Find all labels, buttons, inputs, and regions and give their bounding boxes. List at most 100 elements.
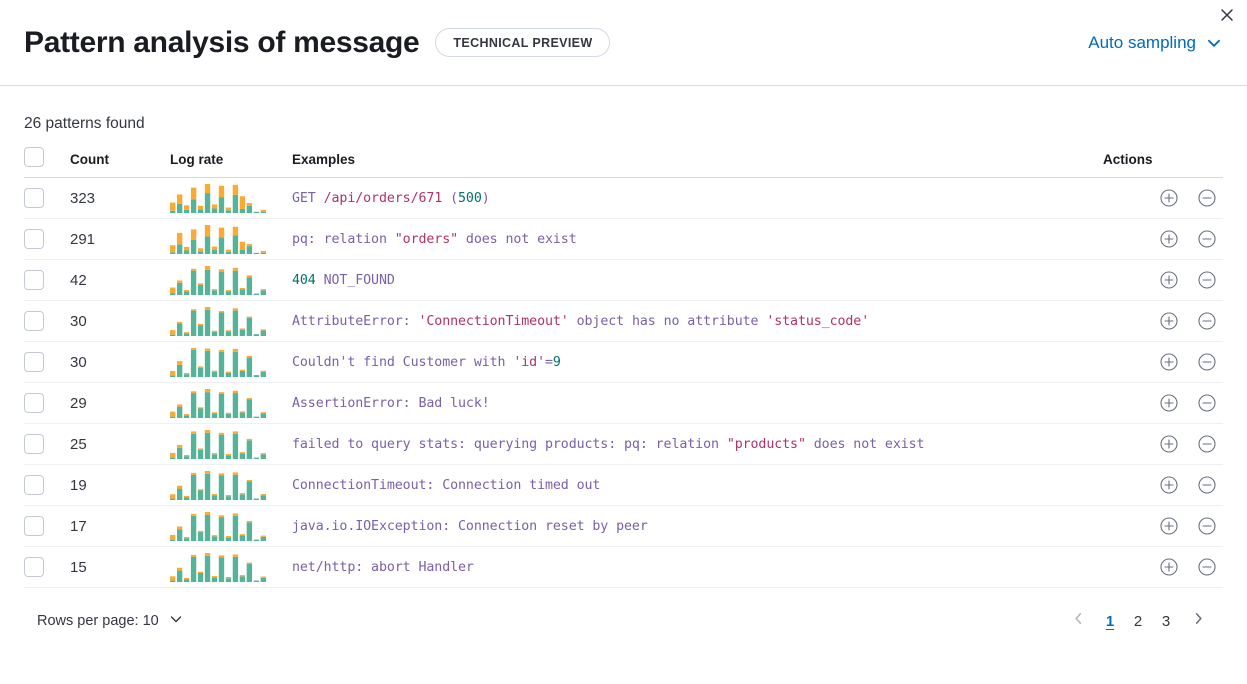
patterns-found-count: 26 patterns found: [24, 115, 145, 132]
row-select-cell: [24, 505, 70, 547]
row-count: 15: [70, 546, 170, 588]
row-checkbox[interactable]: [24, 557, 44, 577]
remove-filter-icon[interactable]: [1197, 557, 1217, 577]
row-checkbox[interactable]: [24, 393, 44, 413]
row-count: 323: [70, 177, 170, 219]
remove-filter-icon[interactable]: [1197, 434, 1217, 454]
pagination-page-3[interactable]: 3: [1161, 612, 1171, 630]
row-log-rate: [170, 300, 292, 342]
row-count: 17: [70, 505, 170, 547]
remove-filter-icon[interactable]: [1197, 188, 1217, 208]
add-filter-icon[interactable]: [1159, 393, 1179, 413]
example-token: 'status_code': [766, 314, 870, 329]
row-example: 404 NOT_FOUND: [292, 259, 1103, 301]
row-log-rate: [170, 382, 292, 424]
header-left-group: Pattern analysis of message TECHNICAL PR…: [24, 26, 611, 59]
chevron-left-icon: [1071, 611, 1086, 631]
pagination-prev-button[interactable]: [1063, 606, 1093, 636]
row-checkbox[interactable]: [24, 229, 44, 249]
row-checkbox[interactable]: [24, 434, 44, 454]
row-select-cell: [24, 546, 70, 588]
example-token: 'id': [513, 355, 545, 370]
close-button[interactable]: [1213, 3, 1241, 31]
row-log-rate: [170, 218, 292, 260]
select-all-checkbox[interactable]: [24, 147, 44, 167]
example-token: GET: [292, 191, 324, 206]
row-log-rate: [170, 259, 292, 301]
add-filter-icon[interactable]: [1159, 434, 1179, 454]
row-checkbox[interactable]: [24, 311, 44, 331]
row-example: net/http: abort Handler: [292, 546, 1103, 588]
table-header: Count Log rate Examples Actions: [24, 147, 1223, 178]
example-token: 404: [292, 273, 316, 288]
remove-filter-icon[interactable]: [1197, 393, 1217, 413]
column-header-examples: Examples: [292, 147, 1103, 178]
example-token: pq: relation: [292, 232, 395, 247]
row-count: 30: [70, 300, 170, 342]
example-token: does not exist: [458, 232, 577, 247]
example-token: ConnectionTimeout: Connection timed out: [292, 478, 601, 493]
table-row[interactable]: 19 ConnectionTimeout: Connection timed ou…: [24, 464, 1223, 506]
add-filter-icon[interactable]: [1159, 557, 1179, 577]
row-checkbox[interactable]: [24, 270, 44, 290]
column-header-actions: Actions: [1103, 147, 1223, 178]
table-row[interactable]: 15 net/http: abort Handler: [24, 546, 1223, 588]
row-checkbox[interactable]: [24, 352, 44, 372]
add-filter-icon[interactable]: [1159, 475, 1179, 495]
row-select-cell: [24, 464, 70, 506]
auto-sampling-dropdown[interactable]: Auto sampling: [1088, 33, 1223, 53]
row-actions: [1103, 382, 1223, 424]
example-token: 9: [552, 355, 561, 370]
row-select-cell: [24, 341, 70, 383]
add-filter-icon[interactable]: [1159, 229, 1179, 249]
row-actions: [1103, 423, 1223, 465]
example-token: 'ConnectionTimeout': [418, 314, 569, 329]
add-filter-icon[interactable]: [1159, 188, 1179, 208]
row-actions: [1103, 464, 1223, 506]
patterns-table: Count Log rate Examples Actions 323 GET /…: [24, 147, 1223, 588]
row-example: java.io.IOException: Connection reset by…: [292, 505, 1103, 547]
pagination-page-2[interactable]: 2: [1133, 612, 1143, 630]
row-example: Couldn't find Customer with 'id'=9: [292, 341, 1103, 383]
row-example: AttributeError: 'ConnectionTimeout' obje…: [292, 300, 1103, 342]
add-filter-icon[interactable]: [1159, 352, 1179, 372]
remove-filter-icon[interactable]: [1197, 270, 1217, 290]
auto-sampling-label: Auto sampling: [1088, 32, 1196, 52]
add-filter-icon[interactable]: [1159, 516, 1179, 536]
remove-filter-icon[interactable]: [1197, 311, 1217, 331]
rows-per-page-selector[interactable]: Rows per page: 10: [28, 611, 184, 631]
row-count: 291: [70, 218, 170, 260]
row-select-cell: [24, 382, 70, 424]
row-select-cell: [24, 218, 70, 260]
technical-preview-badge: TECHNICAL PREVIEW: [435, 28, 611, 57]
add-filter-icon[interactable]: [1159, 311, 1179, 331]
pagination-page-1[interactable]: 1: [1105, 612, 1115, 630]
row-actions: [1103, 218, 1223, 260]
add-filter-icon[interactable]: [1159, 270, 1179, 290]
example-token: ): [481, 191, 490, 206]
example-token: "products": [726, 437, 806, 452]
chevron-down-icon: [168, 611, 184, 631]
remove-filter-icon[interactable]: [1197, 229, 1217, 249]
chevron-down-icon: [1205, 34, 1223, 52]
table-row[interactable]: 30 AttributeError: 'ConnectionTimeout' ob…: [24, 300, 1223, 342]
pagination-next-button[interactable]: [1183, 606, 1213, 636]
table-row[interactable]: 17 java.io.IOException: Connection reset …: [24, 505, 1223, 547]
row-checkbox[interactable]: [24, 188, 44, 208]
row-count: 19: [70, 464, 170, 506]
remove-filter-icon[interactable]: [1197, 352, 1217, 372]
remove-filter-icon[interactable]: [1197, 516, 1217, 536]
remove-filter-icon[interactable]: [1197, 475, 1217, 495]
row-actions: [1103, 505, 1223, 547]
example-token: /api/orders/671: [323, 191, 443, 206]
row-checkbox[interactable]: [24, 475, 44, 495]
row-checkbox[interactable]: [24, 516, 44, 536]
